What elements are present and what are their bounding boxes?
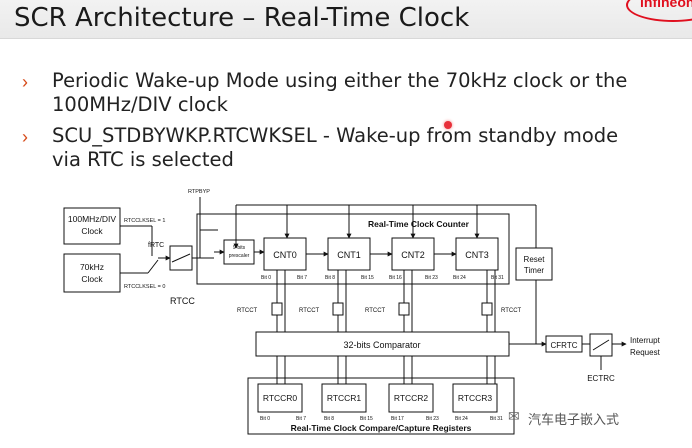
laser-pointer-dot: [444, 121, 452, 129]
prescaler-label-2: prescaler: [229, 253, 250, 259]
bullet-marker: ›: [22, 72, 28, 92]
rtcct-label: RTCCT: [365, 308, 386, 314]
slide-title: SCR Architecture – Real-Time Clock: [14, 3, 470, 33]
bit-label: Bit 8: [325, 275, 335, 281]
clock-70khz-box: [63, 253, 121, 293]
reset-timer-box: [515, 247, 553, 281]
counter-title: Real-Time Clock Counter: [368, 219, 470, 229]
bit-label: Bit 23: [425, 275, 438, 281]
bit-label: Bit 15: [361, 275, 374, 281]
bit-label: Bit 31: [491, 275, 504, 281]
rtcct-label: RTCCT: [237, 308, 258, 314]
capture-reg-label: RTCCR1: [327, 393, 362, 403]
bullet-text-1: Periodic Wake-up Mode using either the 7…: [52, 69, 627, 117]
bullet-marker: ›: [22, 127, 28, 147]
rtcct-label: RTCCT: [501, 308, 522, 314]
bit-label: Bit 16: [389, 275, 402, 281]
bullet-2-line-1: SCU_STDBYWKP.RTCWKSEL - Wake-up from sta…: [52, 124, 619, 147]
bit-label: Bit 31: [490, 416, 503, 422]
bit-label: Bit 0: [261, 275, 271, 281]
clk70-label-1: 70kHz: [80, 262, 104, 272]
counter-label: CNT3: [465, 250, 489, 260]
bit-label: Bit 15: [360, 416, 373, 422]
rtcclksel0-label: RTCCLKSEL = 0: [124, 284, 165, 290]
bullet-2-line-2: via RTC is selected: [52, 148, 234, 171]
capture-frame: [247, 377, 515, 435]
bit-label: Bit 24: [455, 416, 468, 422]
counter-label: CNT0: [273, 250, 297, 260]
counter-label: CNT2: [401, 250, 425, 260]
interrupt-label-1: Interrupt: [630, 336, 661, 345]
reset-label-2: Timer: [524, 266, 544, 275]
clk100-label-2: Clock: [81, 226, 103, 236]
counter-frame: [196, 213, 510, 285]
watermark-text: 汽车电子嵌入式: [528, 412, 620, 427]
rtcct-label: RTCCT: [299, 308, 320, 314]
clk70-label-2: Clock: [81, 274, 103, 284]
bullet-1-line-1: Periodic Wake-up Mode using either the 7…: [52, 69, 628, 92]
bit-label: Bit 8: [324, 416, 334, 422]
bit-label: Bit 17: [391, 416, 404, 422]
bit-label: Bit 24: [453, 275, 466, 281]
counter-label: CNT1: [337, 250, 361, 260]
capture-title: Real-Time Clock Compare/Capture Register…: [291, 423, 472, 433]
reset-label-1: Reset: [524, 255, 546, 264]
prescaler-box: [223, 239, 255, 265]
prescaler-label-1: 9-bits: [233, 245, 246, 251]
rtcclksel1-label: RTCCLKSEL = 1: [124, 218, 165, 224]
frtc-label: fRTC: [148, 242, 164, 249]
clk100-label-1: 100MHz/DIV: [68, 214, 117, 224]
comparator-box: [255, 331, 510, 357]
logo-text: infineon: [640, 0, 692, 10]
bullet-text-2: SCU_STDBYWKP.RTCWKSEL - Wake-up from sta…: [52, 124, 618, 172]
cfrtc-label: CFRTC: [551, 341, 578, 350]
ectrc-label: ECTRC: [587, 374, 615, 383]
comparator-label: 32-bits Comparator: [343, 340, 420, 350]
rtcc-label: RTCC: [170, 296, 195, 306]
rtpbyp-label: RTPBYP: [188, 189, 210, 195]
title-bar: SCR Architecture – Real-Time Clock infin…: [0, 0, 692, 39]
bullet-1-line-2: 100MHz/DIV clock: [52, 93, 228, 116]
wechat-icon: ✉: [508, 408, 520, 424]
capture-reg-label: RTCCR3: [458, 393, 493, 403]
interrupt-label-2: Request: [630, 348, 661, 357]
bit-label: Bit 0: [260, 416, 270, 422]
bit-label: Bit 7: [296, 416, 306, 422]
bit-label: Bit 23: [426, 416, 439, 422]
capture-reg-label: RTCCR2: [394, 393, 429, 403]
bit-label: Bit 7: [297, 275, 307, 281]
capture-reg-label: RTCCR0: [263, 393, 298, 403]
